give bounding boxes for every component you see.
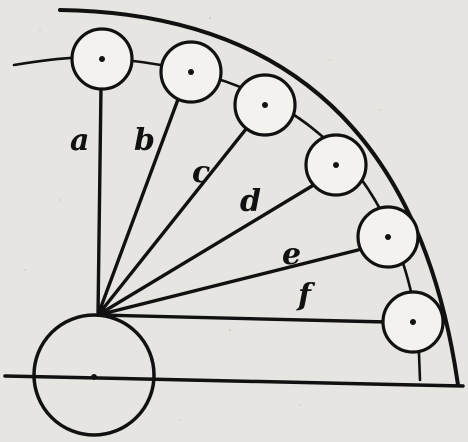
- paper-texture: [24, 16, 381, 421]
- bob-b-center: [188, 69, 194, 75]
- bob-a-center: [99, 56, 105, 62]
- bob-f-center: [410, 319, 416, 325]
- pendulum-bobs: [70, 27, 445, 354]
- label-a: a: [70, 123, 89, 158]
- string-b: [96, 92, 182, 317]
- string-labels: a b c d e f: [70, 123, 316, 313]
- outer-arc: [58, 8, 460, 387]
- bob-c-center: [262, 102, 268, 108]
- string-c: [96, 122, 252, 317]
- label-f: f: [296, 278, 316, 313]
- bob-d-center: [333, 162, 339, 168]
- label-e: e: [282, 237, 301, 272]
- label-d: d: [240, 184, 261, 219]
- inner-arc: [12, 56, 422, 382]
- pivot-wheel-center: [91, 374, 97, 380]
- pendulum-strings: [96, 85, 389, 324]
- label-c: c: [192, 155, 210, 190]
- bob-e-center: [385, 234, 391, 240]
- pivot-wheel: [32, 313, 156, 437]
- string-a: [96, 85, 103, 317]
- label-b: b: [134, 123, 155, 158]
- string-e: [96, 248, 360, 317]
- string-d: [96, 184, 314, 317]
- string-f: [96, 313, 389, 324]
- ground-line: [3, 374, 465, 388]
